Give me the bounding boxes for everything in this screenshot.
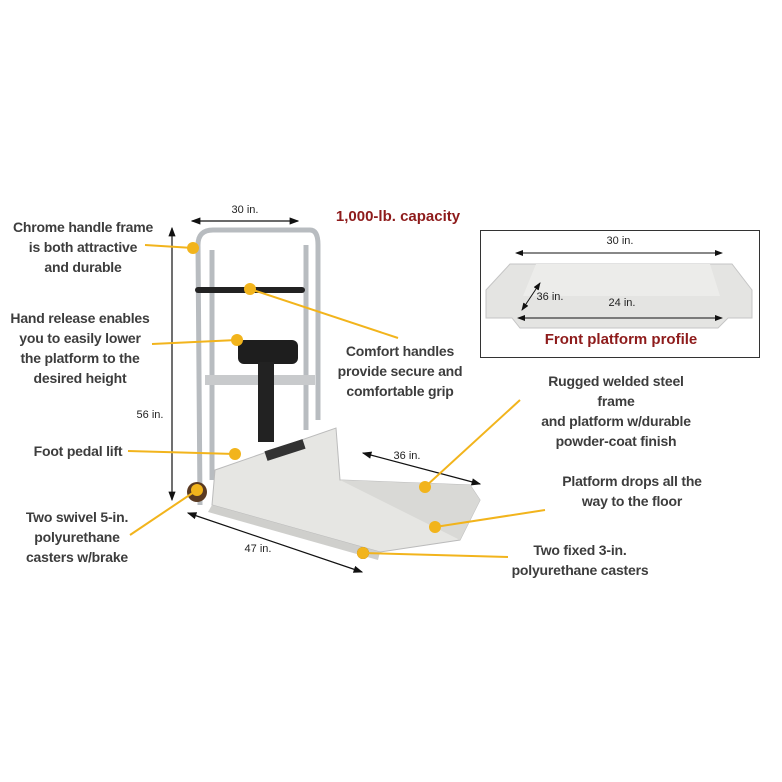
dimension-height: 56 in. bbox=[136, 409, 164, 421]
profile-platform bbox=[485, 250, 753, 329]
dimension-width: 30 in. bbox=[231, 204, 259, 216]
hydraulic-pump bbox=[238, 340, 298, 364]
callout-chrome-frame: Chrome handle frame is both attractive a… bbox=[12, 219, 154, 275]
callout-comfort-handles: Comfort handles provide secure and comfo… bbox=[337, 343, 463, 399]
callout-fixed-casters: Two fixed 3-in. polyurethane casters bbox=[511, 542, 649, 578]
callout-swivel-casters: Two swivel 5-in. polyurethane casters w/… bbox=[25, 509, 129, 565]
profile-width-top: 30 in. bbox=[606, 235, 634, 247]
callout-foot-pedal: Foot pedal lift bbox=[33, 443, 123, 459]
callout-lines bbox=[127, 244, 546, 558]
callout-platform-drops: Platform drops all the way to the floor bbox=[562, 473, 702, 509]
capacity-label: 1,000-lb. capacity bbox=[335, 208, 461, 225]
platform bbox=[208, 427, 481, 560]
dimension-platform-depth: 36 in. bbox=[393, 450, 421, 462]
callout-hand-release: Hand release enables you to easily lower… bbox=[10, 310, 150, 386]
dimension-length: 47 in. bbox=[244, 543, 272, 555]
dimension-lines bbox=[168, 217, 482, 573]
callout-dots bbox=[187, 242, 441, 559]
profile-title: Front platform profile bbox=[544, 331, 698, 348]
front-platform-profile-box bbox=[480, 230, 760, 358]
callout-steel-frame: Rugged welded steel frame and platform w… bbox=[541, 373, 691, 449]
profile-depth: 36 in. bbox=[536, 291, 564, 303]
profile-width-inner: 24 in. bbox=[608, 297, 636, 309]
